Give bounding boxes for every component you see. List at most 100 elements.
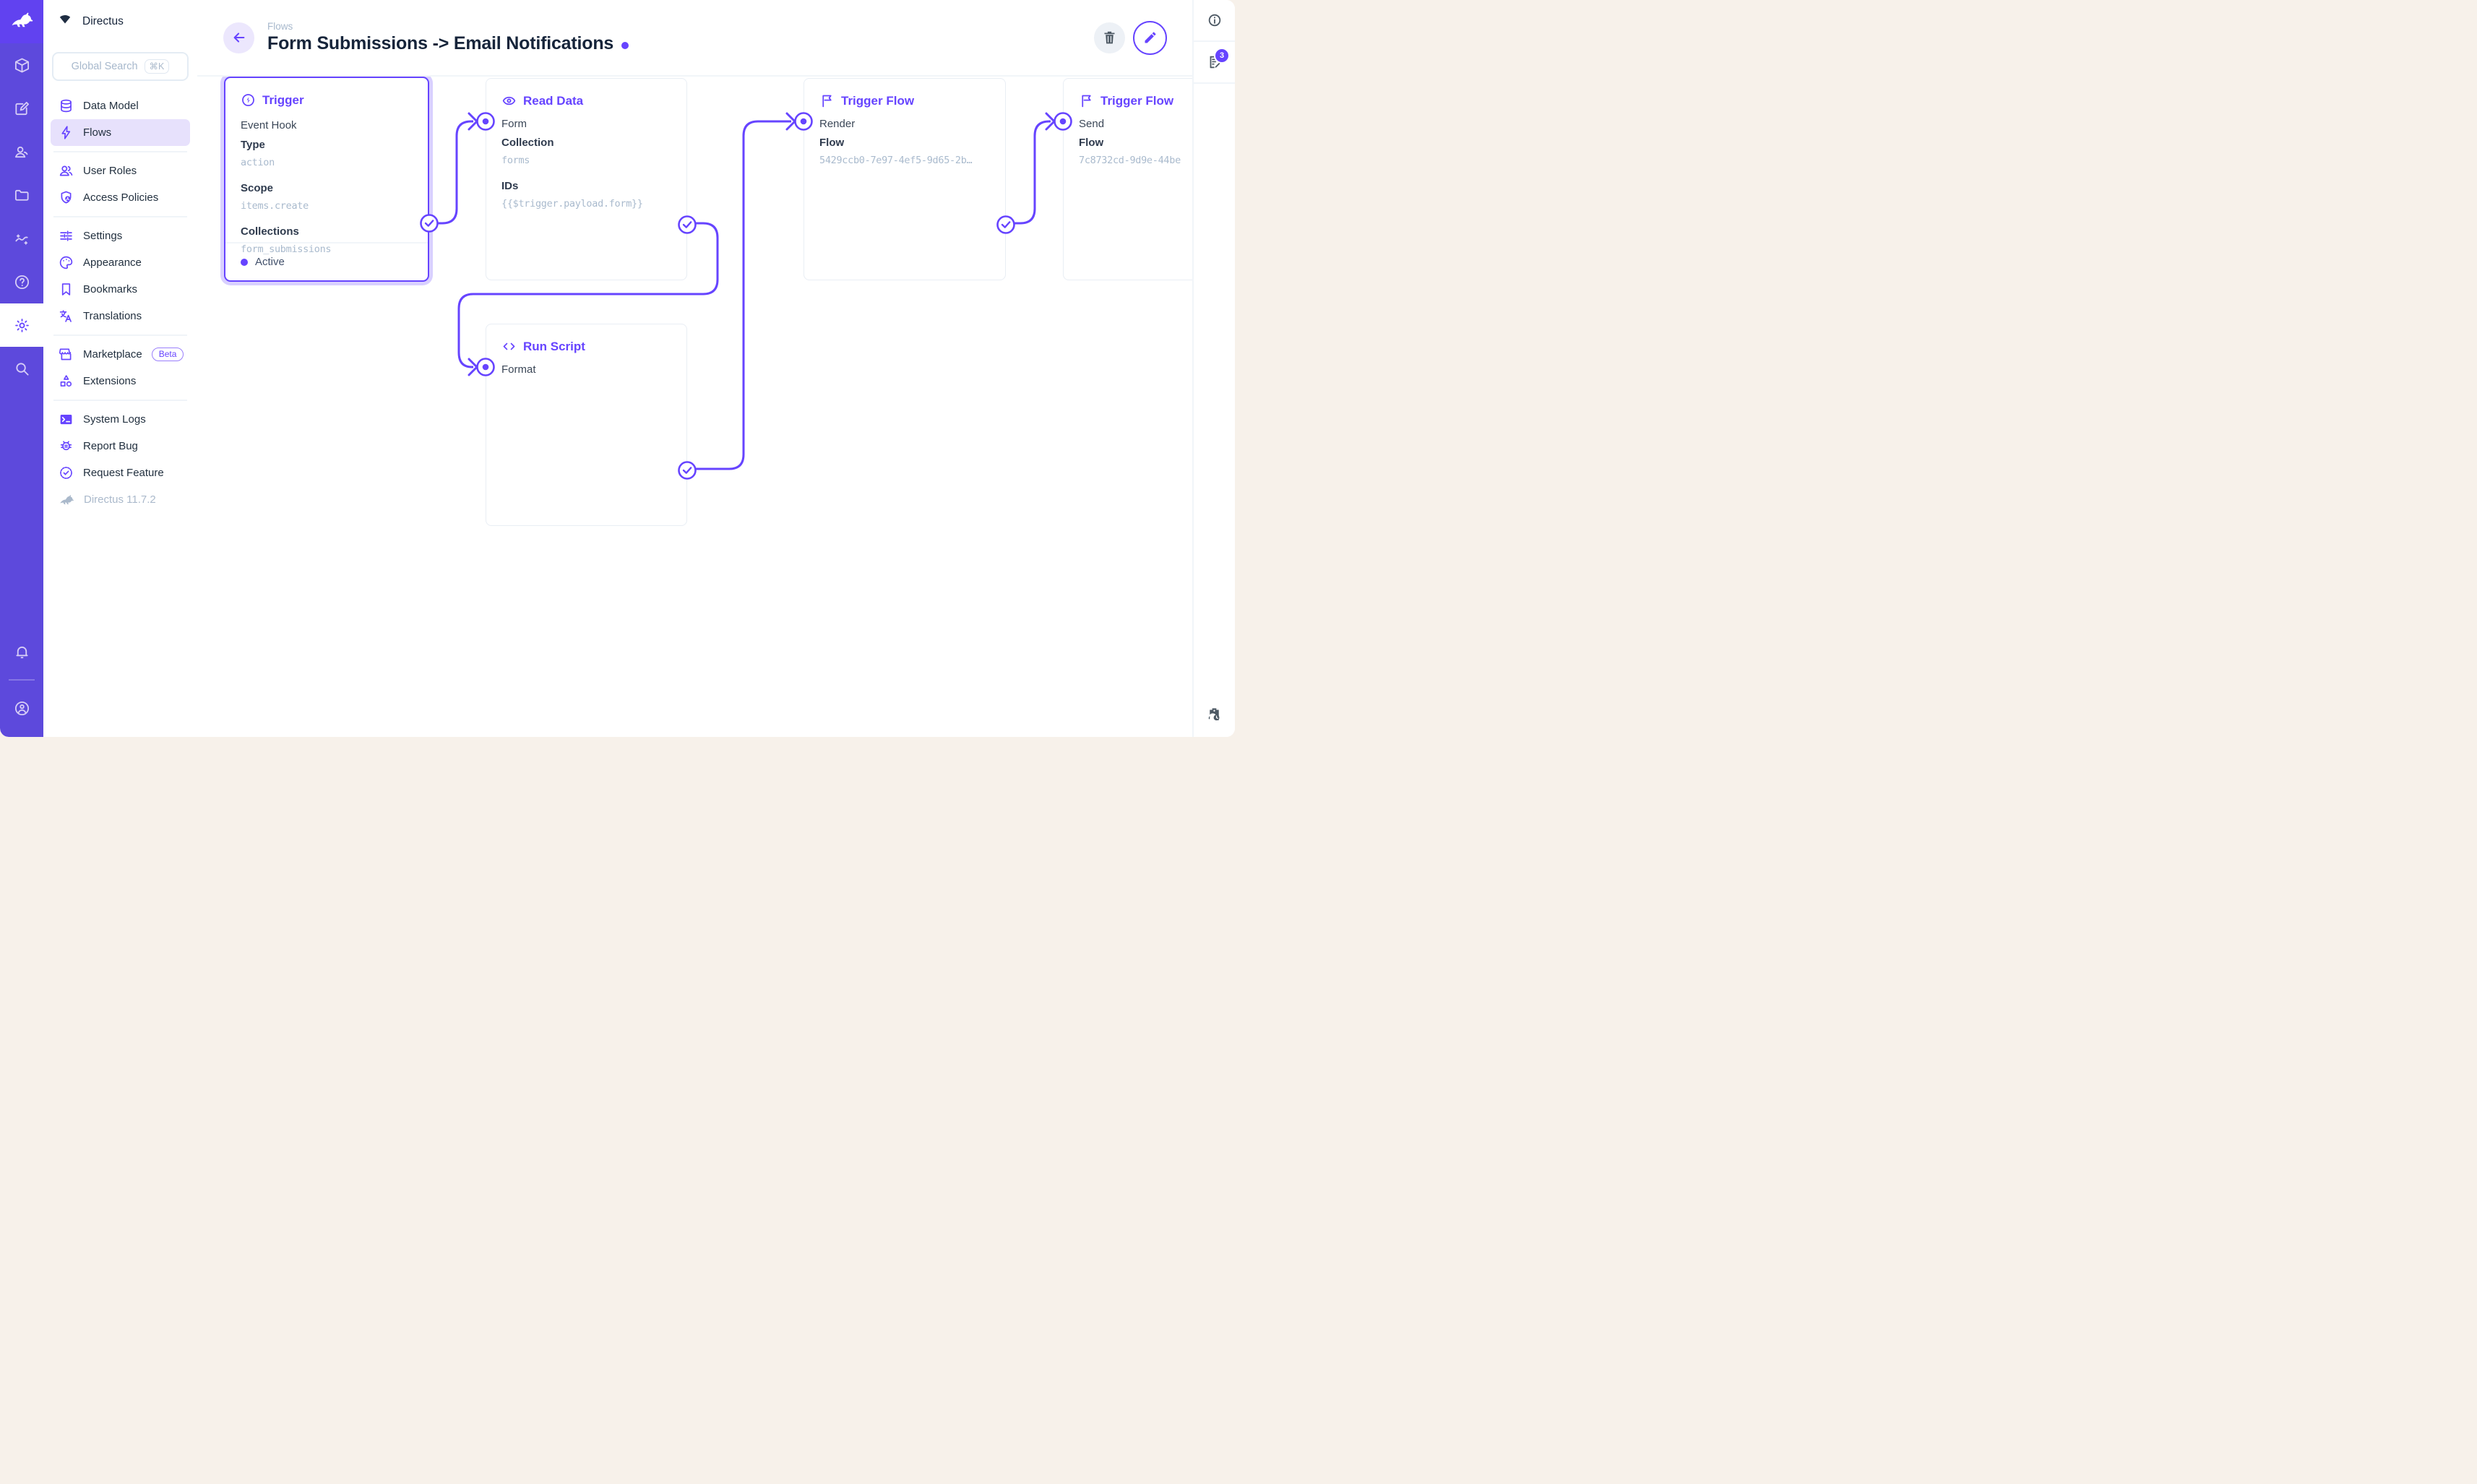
module-bar [0,0,43,737]
directus-rabbit-icon [9,8,34,36]
module-settings[interactable] [0,303,43,347]
connector-arrow-icon [785,112,796,131]
translate-icon [59,309,74,324]
directus-rabbit-icon [59,492,74,508]
sidebar-item-data-model[interactable]: Data Model [51,92,190,119]
flag-icon [819,93,835,108]
module-docs[interactable] [0,260,43,303]
sidebar-item-flows[interactable]: Flows [51,119,190,146]
search-shortcut-kbd: ⌘K [144,59,170,74]
logs-count-badge: 3 [1214,48,1230,64]
bolt-circle-icon [241,92,256,108]
pencil-icon [1145,32,1155,43]
sidebar-info-button[interactable] [1194,0,1235,42]
sidebar-item-access-policies[interactable]: Access Policies [51,184,190,211]
module-files[interactable] [0,173,43,217]
edit-flow-button[interactable] [1133,20,1167,55]
panel-status-footer: Active [225,242,428,280]
global-search-input[interactable]: Global Search ⌘K [52,52,189,81]
sidebar-item-request-feature[interactable]: Request Feature [51,460,190,486]
panel-title: Trigger [225,78,428,108]
panel-code: form_submissions [241,243,332,255]
sidebar-item-label: Marketplace [83,348,142,361]
panel-text: Event Hook [241,119,297,131]
sidebar-item-label: Data Model [83,100,139,112]
back-button[interactable] [223,22,254,53]
sidebar-item-label: Report Bug [83,440,138,452]
bookmark-icon [59,282,74,297]
panel-title: Run Script [486,324,686,354]
module-content[interactable] [0,43,43,87]
panel-label: Type [241,139,265,151]
title-block: Flows Form Submissions -> Email Notifica… [267,21,629,54]
search-icon [14,361,30,377]
beta-badge: Beta [151,348,184,361]
sidebar-item-report-bug[interactable]: Report Bug [51,433,190,460]
nav-divider [53,335,187,336]
panel-title: Read Data [486,79,686,108]
directus-logo-tile[interactable] [0,0,43,43]
sidebar-item-settings[interactable]: Settings [51,223,190,249]
panel-code: {{$trigger.payload.form}} [501,198,643,210]
sidebar-logs-button[interactable]: 3 [1194,42,1235,84]
module-insights[interactable] [0,217,43,260]
app-version: Directus 11.7.2 [43,486,197,513]
bell-icon [14,644,30,660]
connector-line [687,120,791,470]
module-search[interactable] [0,347,43,390]
terminal-icon [59,412,74,427]
help-icon [14,274,30,290]
panel-title: Trigger Flow [1064,79,1192,108]
arrow-left-icon [233,33,244,43]
sidebar-item-label: Flows [83,126,112,139]
sidebar-item-system-logs[interactable]: System Logs [51,406,190,433]
module-editor[interactable] [0,87,43,130]
sidebar-item-label: Request Feature [83,467,164,479]
pending-revisions-button[interactable] [1194,691,1235,737]
sidebar-item-marketplace[interactable]: Marketplace Beta [51,341,190,368]
sidebar-item-appearance[interactable]: Appearance [51,249,190,276]
connector-line [429,120,473,225]
panel-code: action [241,157,275,168]
extensions-icon [59,374,74,389]
project-switcher[interactable]: Directus [43,0,197,43]
module-bar-divider [9,679,35,681]
delete-flow-button[interactable] [1094,22,1125,53]
panel-input-label: Format [501,363,536,376]
panel-input-label: Send [1079,118,1105,130]
sidebar-item-label: Extensions [83,375,137,387]
panel-body: Format [486,361,686,378]
sidebar-item-label: Appearance [83,256,142,269]
sidebar-item-label: Bookmarks [83,283,138,295]
module-notifications-button[interactable] [0,630,43,673]
panel-title-label: Trigger Flow [841,93,915,108]
panel-title-label: Read Data [523,93,584,108]
page-title: Form Submissions -> Email Notifications [267,33,629,54]
sidebar-item-user-roles[interactable]: User Roles [51,158,190,184]
panel-input-label: Form [501,118,527,130]
panel-input-label: Render [819,118,856,130]
search-placeholder: Global Search [71,61,138,72]
breadcrumb: Flows [267,21,293,32]
sidebar-item-bookmarks[interactable]: Bookmarks [51,276,190,303]
main-area: Flows Form Submissions -> Email Notifica… [197,0,1192,737]
status-dot [241,258,248,266]
module-account-button[interactable] [0,686,43,730]
sidebar-item-translations[interactable]: Translations [51,303,190,329]
sidebar-item-extensions[interactable]: Extensions [51,368,190,394]
module-users[interactable] [0,130,43,173]
feature-icon [59,465,74,480]
app-version-label: Directus 11.7.2 [84,493,156,506]
panel-code: items.create [241,200,309,212]
panel-title: Trigger Flow [804,79,1005,108]
bolt-icon [59,125,74,140]
palette-icon [59,255,74,270]
